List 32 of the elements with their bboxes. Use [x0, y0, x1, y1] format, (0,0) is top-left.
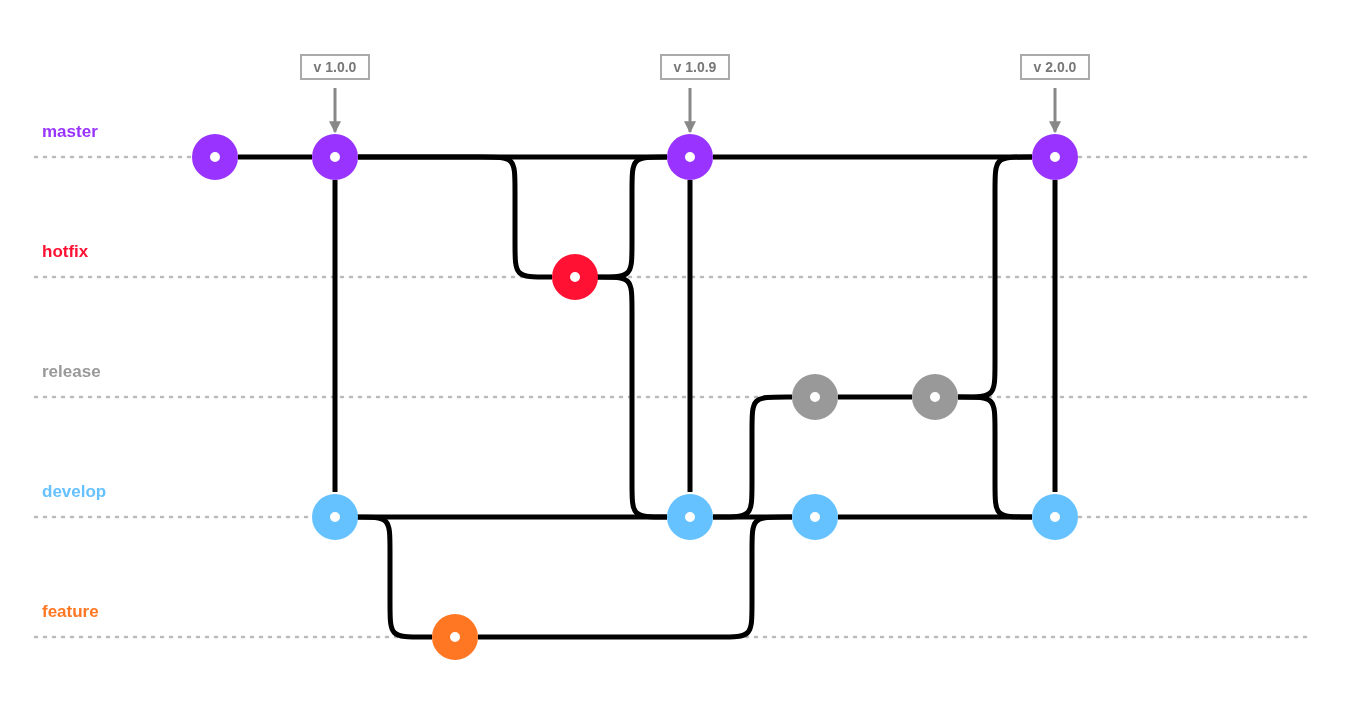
commit-dot — [432, 614, 478, 660]
commit-dot — [792, 374, 838, 420]
commit-dot — [1032, 134, 1078, 180]
commit-dot — [192, 134, 238, 180]
version-tag: v 1.0.9 — [660, 54, 730, 80]
commit-dot — [912, 374, 958, 420]
version-tag: v 2.0.0 — [1020, 54, 1090, 80]
commit-dot — [667, 494, 713, 540]
arrow — [684, 88, 696, 134]
connector-line — [713, 394, 792, 520]
branch-label: feature — [42, 602, 99, 622]
connector-line — [687, 180, 693, 492]
connector-line — [838, 394, 912, 400]
branch-label: master — [42, 122, 98, 142]
commit-dot — [552, 254, 598, 300]
arrow — [1049, 88, 1061, 134]
commit-dot — [312, 134, 358, 180]
commit-dot — [312, 494, 358, 540]
commit-dot — [792, 494, 838, 540]
connector-line — [1052, 180, 1058, 492]
arrow — [329, 88, 341, 134]
version-tag: v 1.0.0 — [300, 54, 370, 80]
connector-line — [957, 154, 1033, 400]
branch-label: release — [42, 362, 101, 382]
connector-line — [238, 154, 312, 160]
commit-dot — [1032, 494, 1078, 540]
connector-line — [332, 180, 338, 492]
commit-dot — [667, 134, 713, 180]
branch-label: hotfix — [42, 242, 89, 262]
branch-label: develop — [42, 482, 107, 502]
connector-line — [358, 154, 553, 280]
connector-line — [838, 514, 1032, 520]
